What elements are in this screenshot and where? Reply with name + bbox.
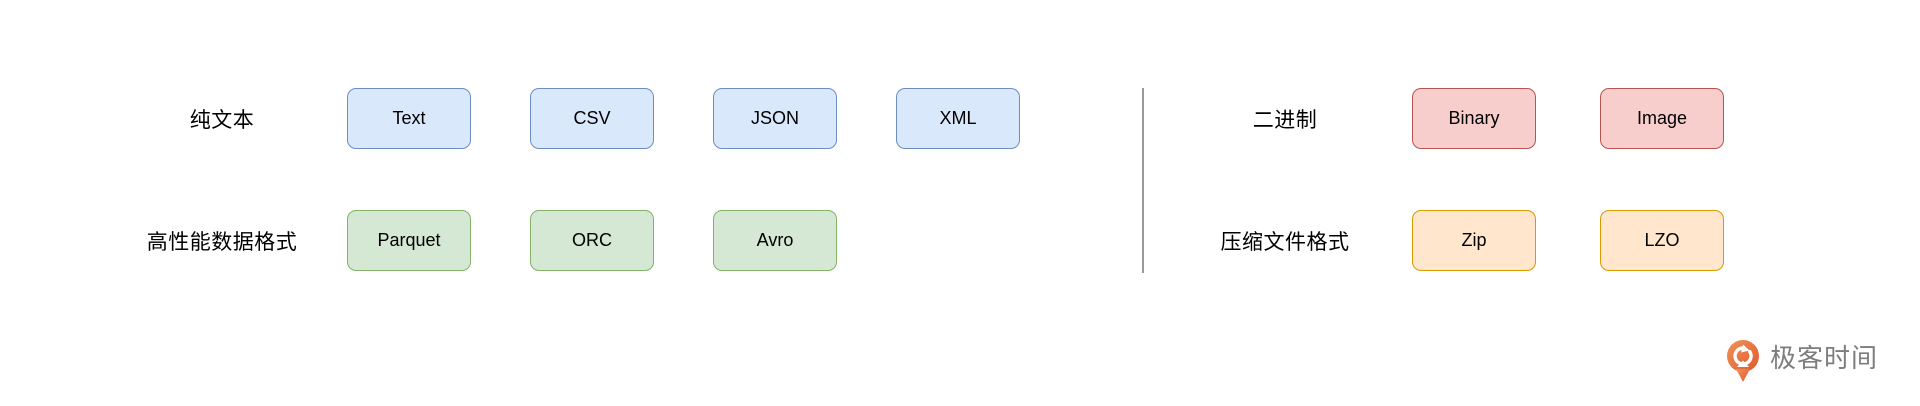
geektime-logo: 极客时间 bbox=[1724, 338, 1878, 384]
format-box-image: Image bbox=[1600, 88, 1724, 149]
format-box-lzo: LZO bbox=[1600, 210, 1724, 271]
format-box-json: JSON bbox=[713, 88, 837, 149]
format-box-avro: Avro bbox=[713, 210, 837, 271]
binary-format-row: Binary Image bbox=[1412, 88, 1724, 149]
format-box-xml: XML bbox=[896, 88, 1020, 149]
format-box-binary: Binary bbox=[1412, 88, 1536, 149]
compressed-format-row: Zip LZO bbox=[1412, 210, 1724, 271]
high-perf-format-row: Parquet ORC Avro bbox=[347, 210, 837, 271]
format-box-zip: Zip bbox=[1412, 210, 1536, 271]
format-box-csv: CSV bbox=[530, 88, 654, 149]
plain-text-format-row: Text CSV JSON XML bbox=[347, 88, 1020, 149]
geektime-logo-icon bbox=[1724, 338, 1762, 384]
format-box-orc: ORC bbox=[530, 210, 654, 271]
format-box-parquet: Parquet bbox=[347, 210, 471, 271]
category-label-high-perf-format: 高性能数据格式 bbox=[146, 230, 298, 254]
format-box-text: Text bbox=[347, 88, 471, 149]
section-divider-line bbox=[1142, 88, 1144, 273]
geektime-logo-text: 极客时间 bbox=[1770, 343, 1879, 373]
category-label-binary: 二进制 bbox=[1252, 108, 1318, 132]
category-label-compressed-format: 压缩文件格式 bbox=[1220, 230, 1350, 254]
category-label-plain-text: 纯文本 bbox=[189, 108, 255, 132]
